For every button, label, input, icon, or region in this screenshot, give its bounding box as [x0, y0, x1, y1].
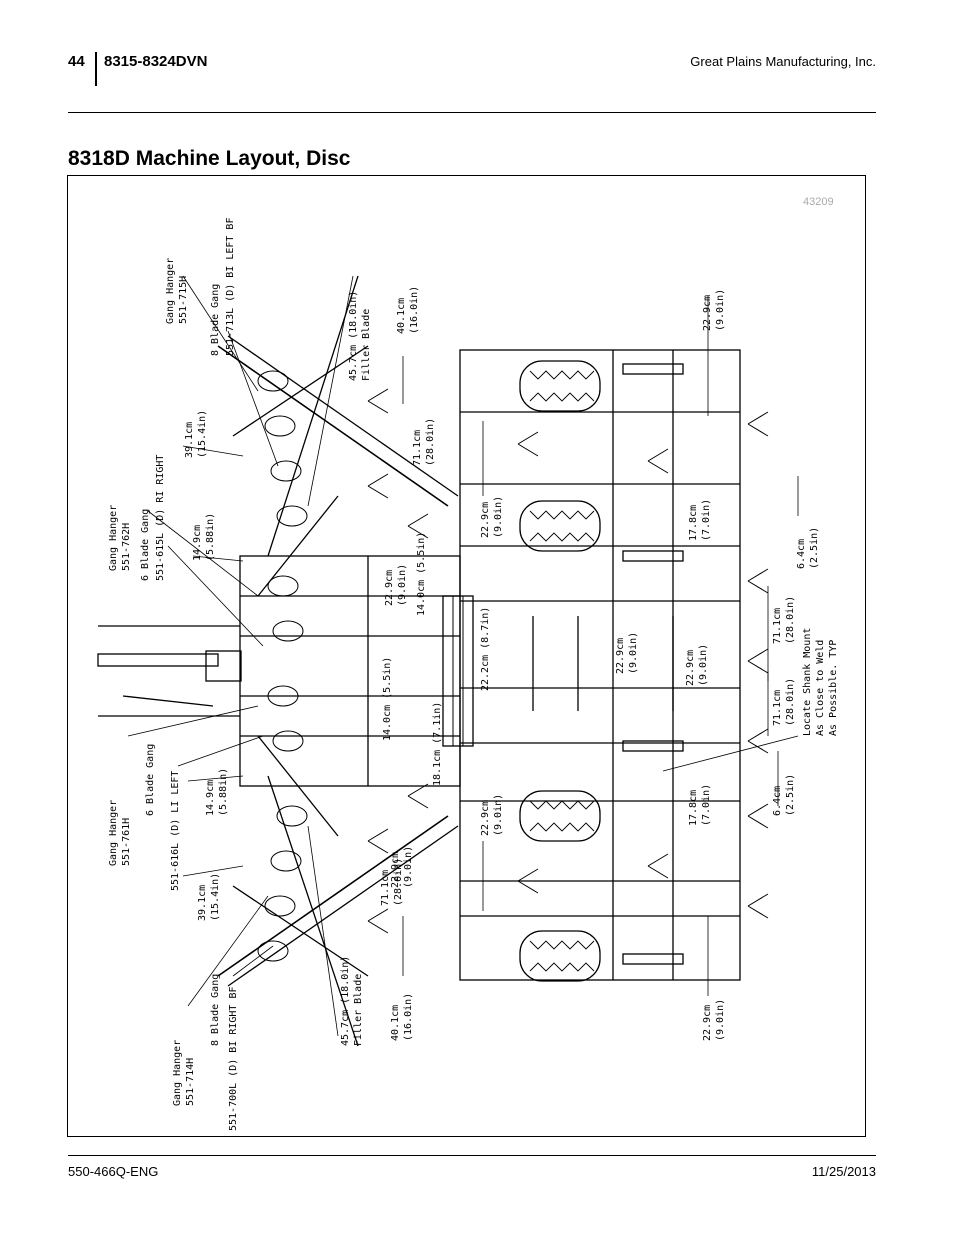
- dim-39-bottom-cm: 39.1cm: [197, 885, 208, 921]
- label-gang-hanger-714-pn: 551-714H: [185, 1058, 196, 1106]
- dim-6-4-bottom-cm: 6.4cm: [772, 786, 783, 816]
- figure-number: 43209: [803, 196, 834, 208]
- label-8-blade-gang-left: 8 Blade Gang: [210, 284, 221, 356]
- dim-6-4-bottom-in: (2.5in): [785, 774, 796, 816]
- model-title: 8315-8324DVN: [104, 53, 208, 70]
- dim-40-bottom-cm: 40.1cm: [390, 1005, 401, 1041]
- dim-40-top-in: (16.0in): [409, 286, 420, 334]
- dim-22-9-mid2-in: (9.0in): [698, 644, 709, 686]
- dim-40-bottom-in: (16.0in): [403, 993, 414, 1041]
- dim-22-9-c-in: (9.0in): [397, 564, 408, 606]
- dim-22-9-d-in: (9.0in): [493, 794, 504, 836]
- dim-22-2: 22.2cm (8.7in): [480, 607, 491, 691]
- doc-id: 550-466Q-ENG: [68, 1164, 159, 1179]
- dim-14-0-top: 14.0cm (5.5in): [416, 532, 427, 616]
- dim-22-9-a-cm: 22.9cm: [480, 502, 491, 538]
- dim-40-top-cm: 40.1cm: [396, 298, 407, 334]
- hitch-tongue: [97, 653, 219, 667]
- dim-39-top-in: (15.4in): [197, 410, 208, 458]
- footer-rule: [68, 1155, 876, 1156]
- label-8-blade-gang-right-pn: 551-700L (D) BI RIGHT BF: [228, 987, 239, 1132]
- label-locate-2: As Close to Weld: [815, 640, 826, 736]
- machine-layout-drawing: Gang Hanger 551-715H 8 Blade Gang 551-71…: [97, 218, 839, 1132]
- dim-39-top-cm: 39.1cm: [184, 422, 195, 458]
- dim-6-4-top-cm: 6.4cm: [796, 539, 807, 569]
- dim-17-8-bottom-in: (7.0in): [701, 784, 712, 826]
- dim-22-9-f-cm: 22.9cm: [702, 1005, 713, 1041]
- header-rule: [68, 112, 876, 113]
- company-name: Great Plains Manufacturing, Inc.: [690, 54, 876, 69]
- label-gang-hanger-761-pn: 551-761H: [121, 818, 132, 866]
- dim-22-9-a-in: (9.0in): [493, 496, 504, 538]
- tire-bottom: [519, 930, 601, 982]
- dim-17-8-top-cm: 17.8cm: [688, 505, 699, 541]
- dim-22-9-e-in: (9.0in): [403, 846, 414, 888]
- page-title: 8318D Machine Layout, Disc: [68, 147, 351, 170]
- dim-22-9-mid-in: (9.0in): [628, 632, 639, 674]
- label-gang-hanger-715-pn: 551-715H: [178, 276, 189, 324]
- dim-71-bottom-cm: 71.1cm: [380, 870, 391, 906]
- dim-22-9-b-in: (9.0in): [715, 289, 726, 331]
- dim-22-9-c-cm: 22.9cm: [384, 570, 395, 606]
- header-divider: [95, 52, 97, 86]
- figure-frame: [67, 175, 866, 1137]
- tire-mid-upper: [519, 500, 601, 552]
- dim-14-0-bottom: 14.0cm (5.5in): [382, 657, 393, 741]
- dim-14-9-top-in: (5.88in): [205, 513, 216, 561]
- dim-14-9-top-cm: 14.9cm: [192, 525, 203, 561]
- tire-top: [519, 360, 601, 412]
- label-locate-1: Locate Shank Mount: [802, 628, 813, 736]
- dim-22-9-f-in: (9.0in): [715, 999, 726, 1041]
- dim-71-r2-cm: 71.1cm: [772, 690, 783, 726]
- label-gang-hanger-714: Gang Hanger: [172, 1040, 183, 1106]
- dim-71-r1-cm: 71.1cm: [772, 608, 783, 644]
- dim-22-9-mid2-cm: 22.9cm: [685, 650, 696, 686]
- dim-22-9-b-cm: 22.9cm: [702, 295, 713, 331]
- page-number: 44: [68, 53, 85, 70]
- label-6-blade-gang-left-pn: 551-616L (D) LI LEFT: [170, 771, 181, 891]
- dim-14-9-bottom-cm: 14.9cm: [205, 780, 216, 816]
- label-filler-bottom-sub: Filler Blade: [353, 974, 364, 1046]
- dim-22-9-e-cm: 22.9cm: [390, 852, 401, 888]
- label-6-blade-gang-right: 6 Blade Gang: [140, 509, 151, 581]
- label-6-blade-gang-right-pn: 551-615L (D) RI RIGHT: [155, 455, 166, 581]
- label-6-blade-gang-left: 6 Blade Gang: [145, 744, 156, 816]
- label-filler-top: 45.7cm (18.0in): [348, 291, 359, 381]
- dim-22-9-d-cm: 22.9cm: [480, 800, 491, 836]
- dim-71-top-in: (28.0in): [425, 418, 436, 466]
- dim-17-8-top-in: (7.0in): [701, 499, 712, 541]
- dim-71-r2-in: (28.0in): [785, 678, 796, 726]
- dim-39-bottom-in: (15.4in): [210, 873, 221, 921]
- lower-gang-bar: [217, 815, 449, 977]
- dim-6-4-top-in: (2.5in): [809, 527, 820, 569]
- upper-gang-bar: [217, 345, 449, 507]
- label-filler-top-sub: Filler Blade: [361, 309, 372, 381]
- label-locate-3: As Possible. TYP: [828, 640, 839, 736]
- dim-18-1: 18.1cm (7.1in): [432, 702, 443, 786]
- label-gang-hanger-762: Gang Hanger: [108, 505, 119, 571]
- label-8-blade-gang-left-pn: 551-713L (D) BI LEFT BF: [225, 218, 236, 356]
- label-8-blade-gang-right: 8 Blade Gang: [210, 974, 221, 1046]
- label-gang-hanger-761: Gang Hanger: [108, 800, 119, 866]
- dim-22-9-mid-cm: 22.9cm: [615, 638, 626, 674]
- dim-71-top-cm: 71.1cm: [412, 430, 423, 466]
- label-gang-hanger-715: Gang Hanger: [165, 258, 176, 324]
- tire-mid-lower: [519, 790, 601, 842]
- dim-71-bottom-in: (28.0in): [393, 858, 404, 906]
- front-frame: [239, 555, 461, 787]
- dim-17-8-bottom-cm: 17.8cm: [688, 790, 699, 826]
- dim-71-r1-in: (28.0in): [785, 596, 796, 644]
- label-filler-bottom: 45.7cm (18.0in): [340, 956, 351, 1046]
- dim-14-9-bottom-in: (5.88in): [218, 768, 229, 816]
- doc-date: 11/25/2013: [811, 1164, 876, 1179]
- label-gang-hanger-762-pn: 551-762H: [121, 523, 132, 571]
